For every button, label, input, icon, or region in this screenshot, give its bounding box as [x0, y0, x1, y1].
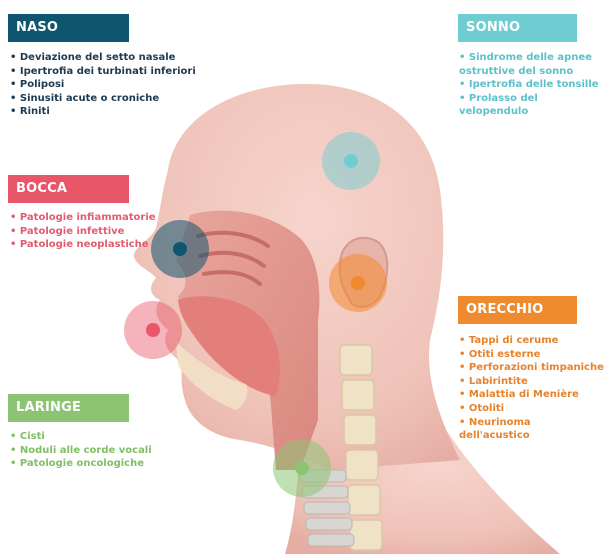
list-item: Patologie neoplastiche	[10, 238, 190, 252]
list-item: Labirintite	[459, 375, 604, 389]
list-item: Deviazione del setto nasale	[10, 51, 210, 65]
sonno-list: Sindrome delle apnee ostruttive del sonn…	[459, 51, 604, 119]
laringe-title: LARINGE	[8, 394, 129, 422]
list-item: Patologie infiammatorie	[10, 211, 190, 225]
marker-laringe	[273, 439, 331, 497]
naso-list: Deviazione del setto nasale Ipertrofia d…	[10, 51, 210, 119]
marker-orecchio	[329, 254, 387, 312]
list-item: Tappi di cerume	[459, 334, 604, 348]
marker-bocca	[124, 301, 182, 359]
list-item: Sindrome delle apnee ostruttive del sonn…	[459, 51, 604, 78]
orecchio-title: ORECCHIO	[458, 296, 577, 324]
list-item: Patologie infettive	[10, 225, 190, 239]
marker-sonno	[322, 132, 380, 190]
list-item: Cisti	[10, 430, 190, 444]
list-item: Ipertrofia delle tonsille	[459, 78, 604, 92]
list-item: Noduli alle corde vocali	[10, 444, 190, 458]
list-item: Riniti	[10, 105, 210, 119]
tongue-shape	[178, 296, 280, 396]
bocca-list: Patologie infiammatorie Patologie infett…	[10, 211, 190, 252]
list-item: Neurinoma dell'acustico	[459, 416, 604, 443]
list-item: Ipertrofia dei turbinati inferiori	[10, 65, 210, 79]
list-item: Malattia di Menière	[459, 388, 604, 402]
naso-title: NASO	[8, 14, 129, 42]
list-item: Prolasso del velopendulo	[459, 92, 604, 119]
list-item: Poliposi	[10, 78, 210, 92]
list-item: Perforazioni timpaniche	[459, 361, 604, 375]
list-item: Otoliti	[459, 402, 604, 416]
trachea	[299, 469, 355, 547]
cavity-shape	[176, 210, 320, 470]
jaw-bone	[176, 342, 248, 410]
list-item: Otiti esterne	[459, 348, 604, 362]
bocca-title: BOCCA	[8, 175, 129, 203]
list-item: Sinusiti acute o croniche	[10, 92, 210, 106]
laringe-list: Cisti Noduli alle corde vocali Patologie…	[10, 430, 190, 471]
sonno-title: SONNO	[458, 14, 577, 42]
list-item: Patologie oncologiche	[10, 457, 190, 471]
spine	[339, 344, 383, 551]
orecchio-list: Tappi di cerume Otiti esterne Perforazio…	[459, 334, 604, 443]
